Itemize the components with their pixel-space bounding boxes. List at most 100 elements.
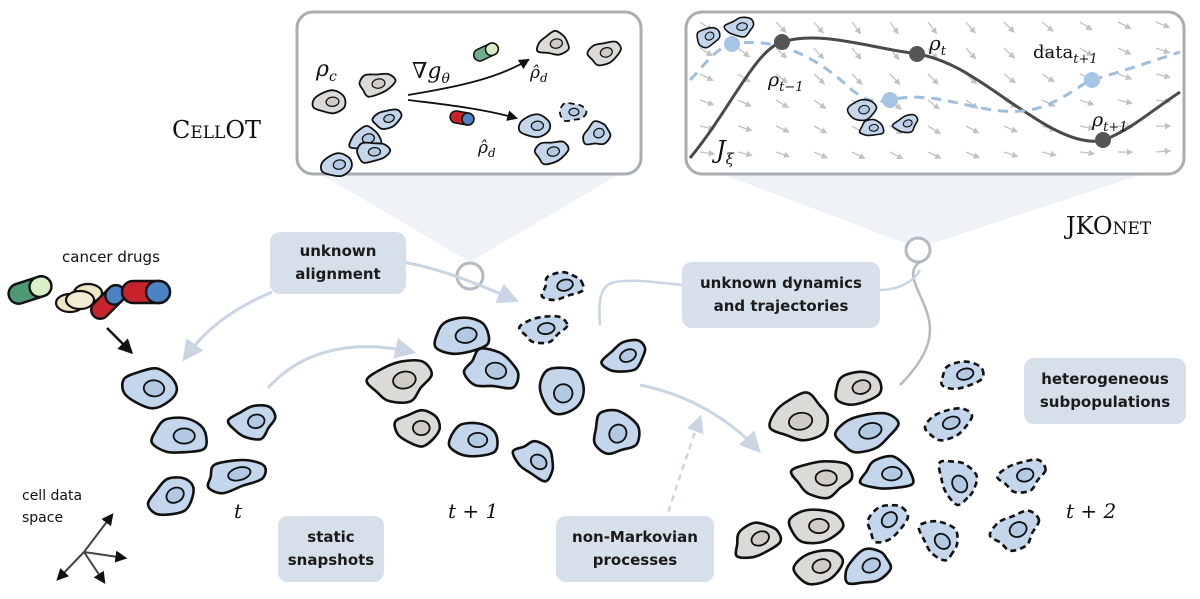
vector-field-arrow bbox=[775, 99, 790, 108]
cell-dash bbox=[995, 458, 1047, 494]
rho-d-label-upper: ρ̂d bbox=[529, 63, 548, 85]
cellot-cell-gray bbox=[311, 89, 347, 115]
rho-tm1-point bbox=[774, 34, 790, 50]
vector-field-arrow bbox=[1079, 21, 1093, 31]
cell-blue bbox=[150, 416, 208, 454]
vector-field-arrow bbox=[813, 151, 828, 159]
tag-heterogeneous-subpopulations: heterogeneous subpopulations bbox=[1024, 358, 1186, 424]
cell-dash bbox=[937, 459, 979, 507]
vector-field-arrow bbox=[775, 73, 788, 84]
vector-field-arrow bbox=[1079, 149, 1096, 157]
vector-field-arrow bbox=[775, 47, 788, 59]
vector-field-arrow bbox=[775, 151, 791, 158]
vector-field-arrow bbox=[1003, 125, 1018, 133]
vector-field-arrow bbox=[1079, 47, 1094, 57]
dynamics-connector-left bbox=[598, 279, 687, 326]
rho-tm1-label: ρt−1 bbox=[767, 69, 804, 95]
jkonet-cell bbox=[846, 98, 878, 122]
vector-field-arrow bbox=[1079, 124, 1095, 132]
cell-gray bbox=[789, 459, 854, 500]
vector-field-arrow bbox=[927, 125, 942, 134]
vector-field-arrow bbox=[1155, 73, 1171, 80]
vector-field-arrow bbox=[1003, 47, 1016, 59]
vector-field-arrow bbox=[927, 151, 942, 159]
cellot-cell-blue bbox=[533, 140, 570, 166]
rho-c-label: ρc bbox=[315, 57, 337, 85]
tag-static-snapshots: static snapshots bbox=[278, 516, 384, 582]
alignment-arrow-left bbox=[182, 290, 273, 362]
vector-field-arrow bbox=[965, 151, 980, 159]
cell-blue bbox=[858, 454, 915, 490]
vector-field-arrow bbox=[1003, 151, 1019, 158]
cell-dash bbox=[917, 519, 959, 562]
vector-field-arrow bbox=[1117, 73, 1133, 81]
vector-field-arrow bbox=[851, 21, 862, 35]
vector-field-arrow bbox=[889, 73, 901, 86]
cellot-cell-blue bbox=[517, 113, 552, 139]
vector-field-arrow bbox=[1003, 21, 1015, 33]
vector-field-arrow bbox=[851, 151, 866, 159]
cell-blue bbox=[146, 476, 195, 517]
cell-blue bbox=[844, 547, 893, 586]
vector-field-arrow bbox=[1079, 99, 1095, 106]
cell-blue bbox=[433, 316, 491, 356]
cellot-cells bbox=[311, 29, 622, 178]
time-label-t-plus-2: t + 2 bbox=[1066, 499, 1116, 523]
cellot-pill-icon-red bbox=[449, 110, 475, 126]
vector-field-arrow bbox=[851, 47, 862, 60]
tag-non-markovian-processes: non-Markovian processes bbox=[556, 516, 714, 582]
data-point-1 bbox=[724, 36, 740, 52]
tag-unknown-alignment: unknown alignment bbox=[270, 232, 406, 294]
cancer-drugs-icon bbox=[7, 275, 172, 320]
vector-field-arrow bbox=[813, 21, 824, 34]
vector-field-arrow bbox=[1155, 47, 1171, 55]
jkonet-cell bbox=[891, 113, 919, 134]
time-label-t-plus-1: t + 1 bbox=[448, 499, 498, 523]
cell-blue bbox=[226, 403, 277, 441]
rho-t-label: ρt bbox=[928, 31, 947, 59]
cell-gray bbox=[393, 408, 442, 448]
jkonet-zoom-circle bbox=[904, 236, 932, 264]
vector-field-arrow bbox=[699, 47, 713, 57]
vector-field-arrow bbox=[965, 21, 976, 34]
vector-field-arrow bbox=[1041, 47, 1055, 58]
cell-blue bbox=[447, 421, 499, 458]
jkonet-title: JKOnet bbox=[1063, 212, 1152, 240]
cellot-cell-gray bbox=[536, 29, 570, 56]
jkonet-data-trajectory bbox=[688, 41, 1181, 113]
cellot-cell-gray bbox=[358, 72, 397, 98]
vector-field-arrow bbox=[699, 73, 714, 81]
cell-blue bbox=[462, 347, 520, 390]
cell-gray bbox=[834, 370, 883, 407]
cell-blue bbox=[511, 439, 555, 483]
time-label-t: t bbox=[234, 499, 243, 523]
jkonet-cells bbox=[696, 16, 919, 137]
snapshot-arrow-1 bbox=[266, 338, 417, 389]
cell-dash bbox=[866, 503, 910, 544]
vector-field-arrow bbox=[1041, 150, 1057, 158]
cell-blue bbox=[592, 408, 641, 456]
vector-field-arrow bbox=[775, 21, 787, 34]
cellot-zoom-cone bbox=[300, 162, 640, 262]
cell-dash bbox=[540, 270, 585, 302]
vector-field-arrow bbox=[889, 21, 899, 35]
vector-field-arrow bbox=[889, 151, 904, 160]
cellot-cell-dash bbox=[558, 102, 588, 122]
cell-population bbox=[120, 270, 1047, 586]
vector-field-arrow bbox=[927, 73, 939, 85]
alignment-arrow-right bbox=[401, 260, 519, 304]
jkonet-cell bbox=[696, 26, 721, 49]
tag-unknown-dynamics: unknown dynamics and trajectories bbox=[682, 262, 880, 328]
vector-field-arrow bbox=[813, 99, 827, 109]
vector-field-arrow bbox=[965, 47, 977, 60]
grad-g-label: ∇gθ bbox=[412, 59, 450, 87]
vector-field-arrow bbox=[737, 150, 753, 158]
cell-dash bbox=[923, 407, 974, 442]
cell-blue bbox=[120, 366, 179, 410]
rho-tp1-point bbox=[1095, 132, 1111, 148]
non-markov-arrow bbox=[663, 414, 704, 523]
vector-field-arrow bbox=[813, 125, 828, 134]
dynamics-connector-right bbox=[879, 269, 922, 292]
vector-field-arrow bbox=[1117, 98, 1133, 106]
